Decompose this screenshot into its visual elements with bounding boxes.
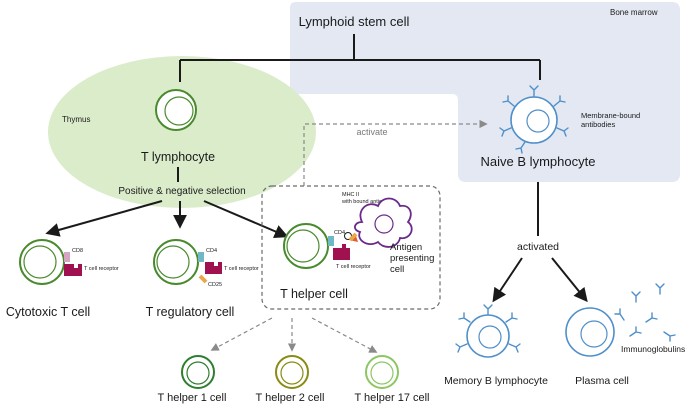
mhc-label-1: MHC II <box>342 192 360 198</box>
thymus-label: Thymus <box>62 115 90 124</box>
helper-label: T helper cell <box>280 287 348 301</box>
cd25-label: CD25 <box>208 282 222 288</box>
stem-branch-lines <box>179 34 541 82</box>
th2-cell-icon <box>275 355 309 389</box>
th1-label: T helper 1 cell <box>158 392 227 404</box>
memory-antibody-icon <box>455 304 521 353</box>
cd8-label: CD8 <box>72 248 83 254</box>
activate-label: activate <box>356 127 387 137</box>
cytotoxic-t-cell-icon <box>19 239 82 285</box>
immunoglobulins-label: Immunoglobulins <box>621 344 685 354</box>
memory-b-label: Memory B lymphocyte <box>444 375 548 387</box>
mhc-label-2: with bound antigen <box>341 199 388 205</box>
th17-label: T helper 17 cell <box>354 392 429 404</box>
treg-cd4-label: CD4 <box>206 248 217 254</box>
helper-cd4-label: CD4 <box>334 230 345 236</box>
activate-dashed-arrow <box>303 119 488 186</box>
lymphoid-stem-cell-label: Lymphoid stem cell <box>299 14 410 29</box>
treg-receptor-label: T cell receptor <box>224 266 259 272</box>
thymus-region <box>48 56 316 208</box>
helper-t-cell-icon <box>283 223 358 269</box>
apc-label-2: presenting <box>390 253 434 264</box>
th1-cell-icon <box>181 355 215 389</box>
immunoglobulin-icon <box>614 283 676 342</box>
membrane-antibodies-label-1: Membrane-bound <box>581 111 640 120</box>
cytotoxic-label: Cytotoxic T cell <box>6 305 90 319</box>
selection-arrows <box>45 200 289 239</box>
t-cell-icon <box>155 89 197 131</box>
bone-marrow-region <box>290 2 680 182</box>
apc-label-3: cell <box>390 264 404 275</box>
bone-marrow-label: Bone marrow <box>610 8 658 17</box>
membrane-antibodies-label-2: antibodies <box>581 120 615 129</box>
helper-receptor-label: T cell receptor <box>336 264 371 270</box>
antibody-icon <box>499 85 569 154</box>
regulatory-label: T regulatory cell <box>146 305 235 319</box>
helper-dashed-box <box>261 185 441 310</box>
b-cell-icon <box>510 96 558 144</box>
helper-subtype-arrows <box>210 317 378 353</box>
cytotoxic-receptor-label: T cell receptor <box>84 266 119 272</box>
selection-label: Positive & negative selection <box>118 186 245 197</box>
activated-label: activated <box>517 241 559 253</box>
plasma-cell-icon <box>565 307 615 357</box>
th17-cell-icon <box>365 355 399 389</box>
memory-b-cell-icon <box>466 314 510 358</box>
antigen-presenting-cell-icon <box>348 197 413 248</box>
apc-label-1: Antigen <box>390 242 422 253</box>
th2-label: T helper 2 cell <box>256 392 325 404</box>
activated-arrows <box>492 257 588 303</box>
regulatory-t-cell-icon <box>153 239 222 285</box>
naive-b-label: Naive B lymphocyte <box>481 154 596 169</box>
t-lymphocyte-label: T lymphocyte <box>141 150 215 164</box>
plasma-label: Plasma cell <box>575 375 629 387</box>
